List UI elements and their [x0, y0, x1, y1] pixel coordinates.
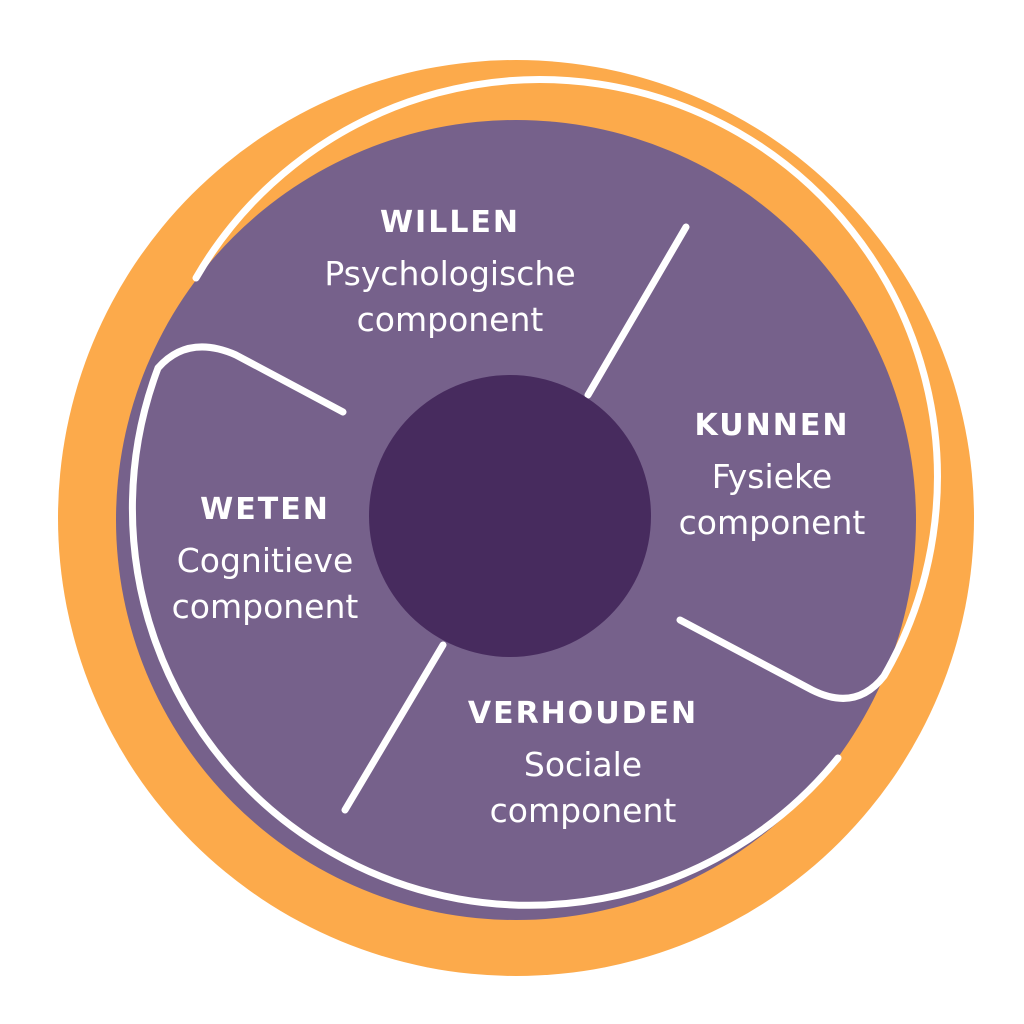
- segment-verhouden: VERHOUDEN Sociale component: [468, 696, 698, 834]
- segment-subtitle-1: Sociale: [523, 745, 643, 784]
- segment-subtitle-1: Fysieke: [711, 457, 833, 496]
- segment-title: KUNNEN: [694, 408, 850, 443]
- segment-subtitle-1: Cognitieve: [176, 541, 354, 580]
- segment-subtitle-2: component: [171, 587, 359, 626]
- segment-title: VERHOUDEN: [467, 696, 699, 731]
- left-bottom-boundary-line: [128, 343, 842, 909]
- divider-line-top-right: [584, 223, 690, 399]
- segment-weten: WETEN Cognitieve component: [172, 492, 359, 630]
- segment-title: WILLEN: [379, 205, 521, 240]
- segment-title: WETEN: [200, 492, 330, 527]
- segment-kunnen: KUNNEN Fysieke component: [679, 408, 866, 546]
- segment-subtitle-1: Psychologische: [324, 254, 576, 293]
- segment-willen: WILLEN Psychologische component: [324, 205, 575, 343]
- segment-subtitle-2: component: [678, 503, 866, 542]
- segment-subtitle-2: component: [489, 791, 677, 830]
- center-circle: [369, 375, 651, 657]
- top-right-boundary-line: [192, 76, 941, 702]
- segment-subtitle-2: component: [356, 300, 544, 339]
- divider-line-bottom-left: [341, 641, 447, 814]
